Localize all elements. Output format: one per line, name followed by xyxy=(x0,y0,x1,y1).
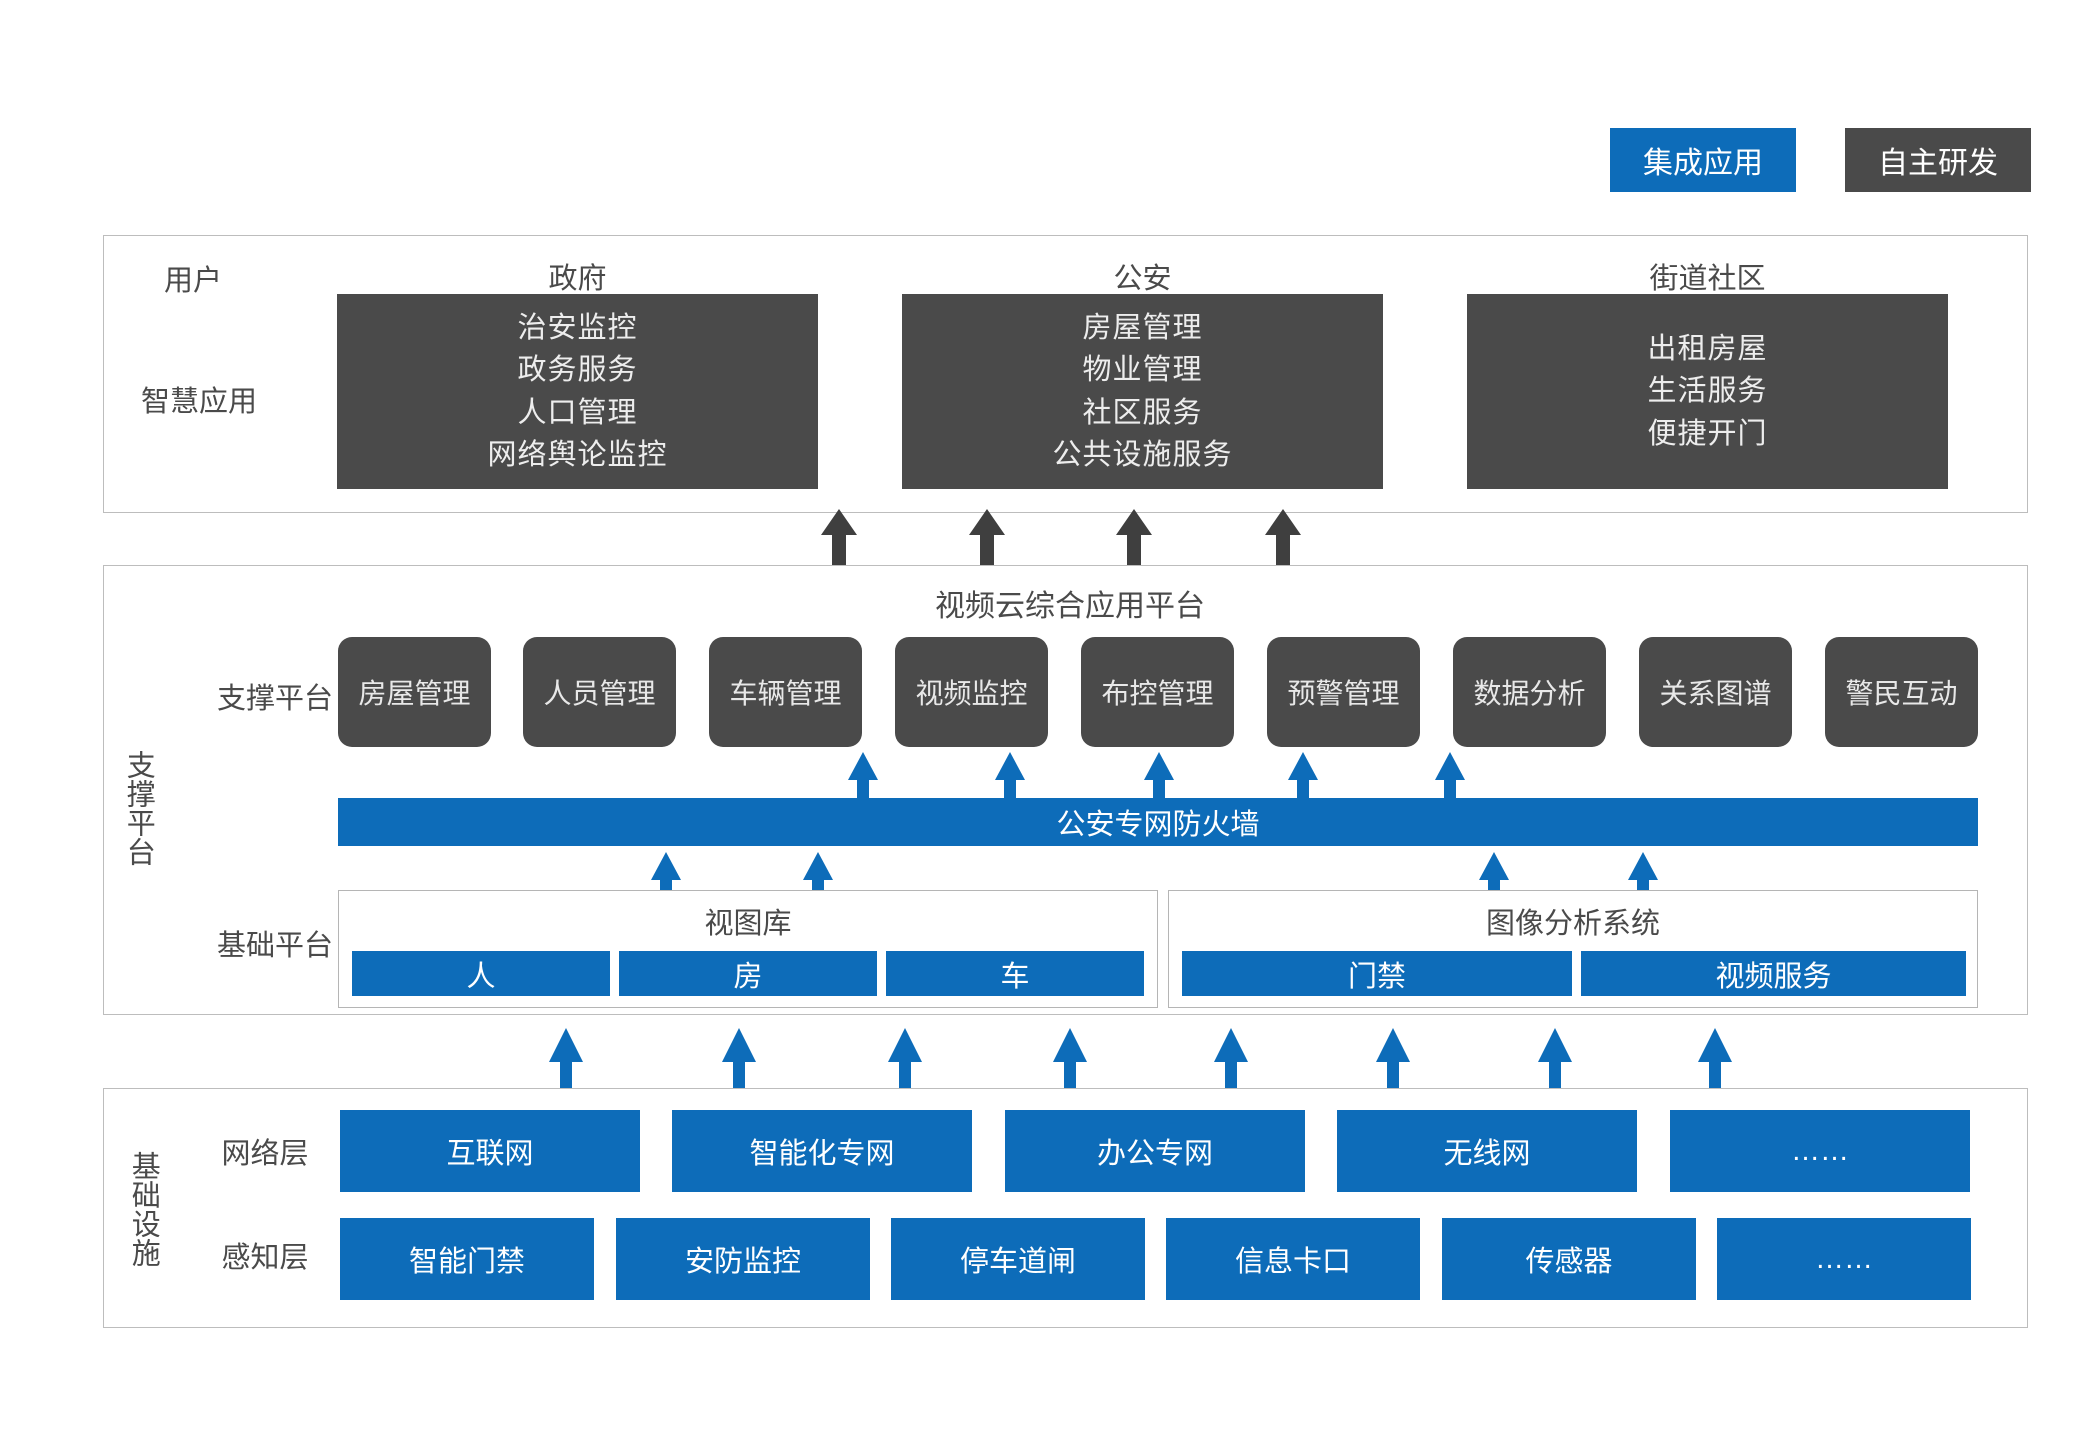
application-item: 社区服务 xyxy=(1082,396,1203,429)
support-item-personnel-management[interactable]: 人员管理 xyxy=(523,637,676,747)
application-item: 生活服务 xyxy=(1647,375,1768,408)
column-head-street-community: 街道社区 xyxy=(1649,263,1766,295)
legend-self-developed: 自主研发 xyxy=(1845,128,2031,192)
application-block-street-community: 出租房屋 生活服务 便捷开门 xyxy=(1467,294,1948,489)
side-label-infrastructure: 基础设施 xyxy=(122,1130,164,1288)
platform-title: 视频云综合应用平台 xyxy=(935,590,1205,623)
arrow-infrastructure-to-platform xyxy=(1694,1028,1736,1092)
base-item-access-control[interactable]: 门禁 xyxy=(1182,951,1572,996)
arrow-firewall-to-support xyxy=(1141,752,1177,804)
arrow-base-to-firewall xyxy=(1476,852,1512,904)
base-group-image-analysis-system: 图像分析系统 门禁 视频服务 xyxy=(1168,890,1978,1008)
application-block-government: 治安监控 政务服务 人口管理 网络舆论监控 xyxy=(337,294,818,489)
application-item: 物业管理 xyxy=(1082,354,1203,387)
side-label-support-platform-text: 支撑平台 xyxy=(122,750,155,866)
network-item-internet[interactable]: 互联网 xyxy=(340,1110,640,1192)
base-group-title-image-analysis: 图像分析系统 xyxy=(1485,908,1660,940)
application-item: 房屋管理 xyxy=(1082,312,1203,345)
arrow-firewall-to-support xyxy=(845,752,881,804)
network-item-office-private-network[interactable]: 办公专网 xyxy=(1005,1110,1305,1192)
application-item: 政务服务 xyxy=(517,354,638,387)
support-item-video-surveillance[interactable]: 视频监控 xyxy=(895,637,1048,747)
side-label-infrastructure-text: 基础设施 xyxy=(127,1151,160,1267)
firewall-bar: 公安专网防火墙 xyxy=(338,798,1978,846)
arrow-infrastructure-to-platform xyxy=(545,1028,587,1092)
arrow-infrastructure-to-platform xyxy=(718,1028,760,1092)
application-item: 网络舆论监控 xyxy=(487,438,668,471)
perception-item-security-monitoring[interactable]: 安防监控 xyxy=(616,1218,870,1300)
column-head-public-security: 公安 xyxy=(1113,263,1172,295)
support-item-deployment-control[interactable]: 布控管理 xyxy=(1081,637,1234,747)
support-item-relationship-graph[interactable]: 关系图谱 xyxy=(1639,637,1792,747)
row-label-base-platform: 基础平台 xyxy=(216,930,333,962)
arrow-platform-to-application xyxy=(1116,509,1152,569)
arrow-infrastructure-to-platform xyxy=(884,1028,926,1092)
arrow-base-to-firewall xyxy=(1625,852,1661,904)
support-item-police-public-interaction[interactable]: 警民互动 xyxy=(1825,637,1978,747)
base-item-person[interactable]: 人 xyxy=(352,951,610,996)
perception-item-parking-barrier[interactable]: 停车道闸 xyxy=(891,1218,1145,1300)
support-item-data-analysis[interactable]: 数据分析 xyxy=(1453,637,1606,747)
arrow-infrastructure-to-platform xyxy=(1534,1028,1576,1092)
network-item-intelligent-private-network[interactable]: 智能化专网 xyxy=(672,1110,972,1192)
support-item-early-warning[interactable]: 预警管理 xyxy=(1267,637,1420,747)
base-item-video-service[interactable]: 视频服务 xyxy=(1581,951,1966,996)
arrow-platform-to-application xyxy=(821,509,857,569)
support-item-vehicle-management[interactable]: 车辆管理 xyxy=(709,637,862,747)
legend-label-self-developed: 自主研发 xyxy=(1878,147,1998,180)
arrow-infrastructure-to-platform xyxy=(1372,1028,1414,1092)
base-group-title-view-library: 视图库 xyxy=(704,908,792,940)
arrow-platform-to-application xyxy=(1265,509,1301,569)
application-item: 人口管理 xyxy=(517,396,638,429)
application-item: 便捷开门 xyxy=(1647,417,1768,450)
legend-integrated-application: 集成应用 xyxy=(1610,128,1796,192)
network-item-wireless-network[interactable]: 无线网 xyxy=(1337,1110,1637,1192)
base-item-vehicle[interactable]: 车 xyxy=(886,951,1144,996)
arrow-firewall-to-support xyxy=(1432,752,1468,804)
arrow-base-to-firewall xyxy=(648,852,684,904)
arrow-infrastructure-to-platform xyxy=(1049,1028,1091,1092)
arrow-firewall-to-support xyxy=(1285,752,1321,804)
perception-item-sensor[interactable]: 传感器 xyxy=(1442,1218,1696,1300)
base-group-view-library: 视图库 人 房 车 xyxy=(338,890,1158,1008)
arrow-platform-to-application xyxy=(969,509,1005,569)
side-label-support-platform: 支撑平台 xyxy=(118,718,158,898)
support-item-house-management[interactable]: 房屋管理 xyxy=(338,637,491,747)
application-item: 出租房屋 xyxy=(1647,333,1768,366)
application-block-public-security: 房屋管理 物业管理 社区服务 公共设施服务 xyxy=(902,294,1383,489)
arrow-firewall-to-support xyxy=(992,752,1028,804)
row-label-network-layer: 网络层 xyxy=(221,1138,309,1170)
perception-item-information-checkpoint[interactable]: 信息卡口 xyxy=(1166,1218,1420,1300)
arrow-infrastructure-to-platform xyxy=(1210,1028,1252,1092)
application-item: 治安监控 xyxy=(517,312,638,345)
legend-label-integrated: 集成应用 xyxy=(1643,147,1763,180)
network-item-more[interactable]: …… xyxy=(1670,1110,1970,1192)
base-item-house[interactable]: 房 xyxy=(619,951,877,996)
perception-item-smart-access-control[interactable]: 智能门禁 xyxy=(340,1218,594,1300)
perception-item-more[interactable]: …… xyxy=(1717,1218,1971,1300)
row-label-user: 用户 xyxy=(163,265,222,297)
row-label-smart-application: 智慧应用 xyxy=(140,386,257,418)
arrow-base-to-firewall xyxy=(800,852,836,904)
row-label-support-platform: 支撑平台 xyxy=(216,683,333,715)
row-label-perception-layer: 感知层 xyxy=(221,1242,309,1274)
application-item: 公共设施服务 xyxy=(1052,438,1233,471)
column-head-government: 政府 xyxy=(548,263,607,295)
